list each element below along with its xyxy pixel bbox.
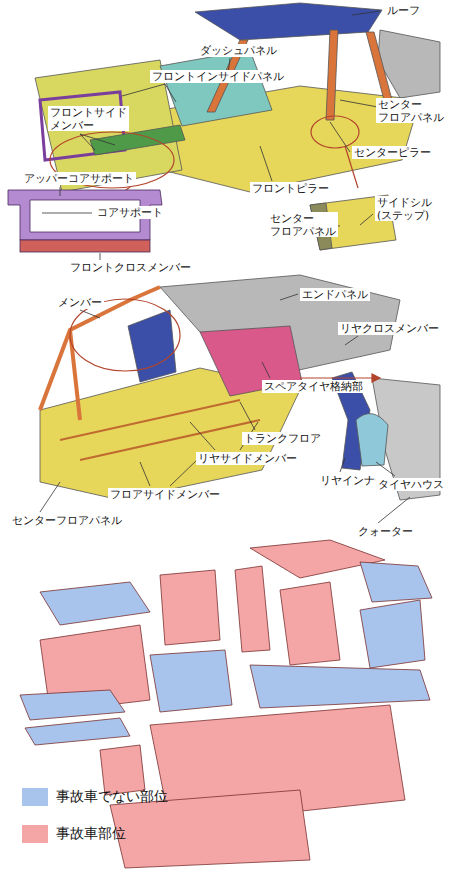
leader-line-part (60, 187, 61, 196)
leader-line-part (100, 253, 101, 260)
part-label: アッパーコアサポート (22, 172, 136, 185)
body-shell-rear-part (40, 287, 160, 410)
body-shell-front-part (160, 50, 272, 126)
part-label: クォーター (356, 525, 415, 538)
body-shell-rear-part (60, 400, 240, 440)
part-label: リヤクロスメンバー (338, 322, 441, 335)
part-label: センター フロアパネル (268, 212, 338, 237)
part-label: コアサポート (95, 206, 165, 219)
leader-line-part (80, 310, 100, 318)
leader-line-part (140, 462, 150, 486)
exploded-view-part (25, 718, 130, 745)
exploded-view-part (360, 562, 432, 602)
part-label: トランクフロア (242, 432, 323, 445)
part-label: フロントピラー (250, 182, 331, 195)
highlight-circle-part (372, 374, 380, 382)
part-label: フロントクロスメンバー (68, 261, 193, 274)
exploded-view-part (280, 582, 340, 665)
part-label: リヤサイドメンバー (196, 452, 299, 465)
part-label: ルーフ (385, 4, 422, 17)
part-label: メンバー (56, 296, 104, 309)
core-support-detail (8, 190, 162, 252)
leader-line-part (40, 482, 60, 512)
part-label: フロアサイドメンバー (108, 488, 222, 501)
core-support-detail-part (20, 240, 150, 252)
leader-line-part (345, 336, 358, 345)
leader-line-part (360, 214, 373, 225)
rear-parts-detail-part (356, 414, 388, 466)
exploded-view (20, 540, 432, 868)
leader-line-part (340, 458, 345, 472)
part-label: サイドシル (ステップ) (375, 196, 434, 221)
leader-line-part (330, 122, 350, 152)
body-shell-rear-part (128, 310, 176, 382)
leader-line-part (352, 11, 380, 15)
highlight-circle (70, 299, 380, 382)
leader-line-part (190, 422, 215, 450)
legend-swatch (22, 788, 48, 806)
leader-line-part (280, 294, 298, 300)
part-label: スペアタイヤ格納部 (262, 380, 365, 393)
body-shell-front-part (326, 30, 338, 120)
exploded-view-part (250, 665, 430, 708)
exploded-view-part (40, 582, 150, 625)
leader-line (40, 11, 410, 523)
legend-text: 事故車でない部位 (56, 788, 168, 806)
exploded-view-part (100, 745, 145, 795)
highlight-circle-part (70, 299, 180, 371)
leader-line-part (122, 84, 165, 96)
leader-line-part (378, 497, 410, 523)
part-label: フロントインサイドパネル (150, 70, 286, 83)
part-label: タイヤハウス (376, 478, 446, 491)
part-label: センターピラー (352, 146, 433, 159)
exploded-view-part (360, 600, 425, 668)
legend-text: 事故車部位 (56, 825, 126, 843)
exploded-view-part (150, 650, 232, 712)
highlight-circle-part (300, 377, 372, 378)
part-label: センター フロアパネル (376, 98, 446, 123)
leader-line-part (260, 146, 272, 181)
legend-swatch (22, 825, 48, 843)
body-shell-front-part (366, 32, 392, 100)
exploded-view-part (235, 566, 270, 652)
exploded-view-part (160, 570, 220, 645)
leader-line-part (42, 213, 92, 214)
leader-line-part (262, 362, 270, 378)
part-label: フロントサイド メンバー (48, 106, 129, 131)
body-shell-front-part (195, 3, 382, 40)
body-shell-rear (40, 275, 400, 500)
part-label: センターフロアパネル (10, 514, 124, 527)
part-label: ダッシュパネル (198, 44, 279, 57)
leader-line-part (165, 84, 176, 102)
exploded-view-part (20, 690, 125, 720)
leader-line-part (240, 402, 255, 430)
part-label: エンドパネル (300, 288, 370, 301)
leader-line-part (80, 134, 115, 145)
highlight-circle-part (311, 116, 359, 148)
